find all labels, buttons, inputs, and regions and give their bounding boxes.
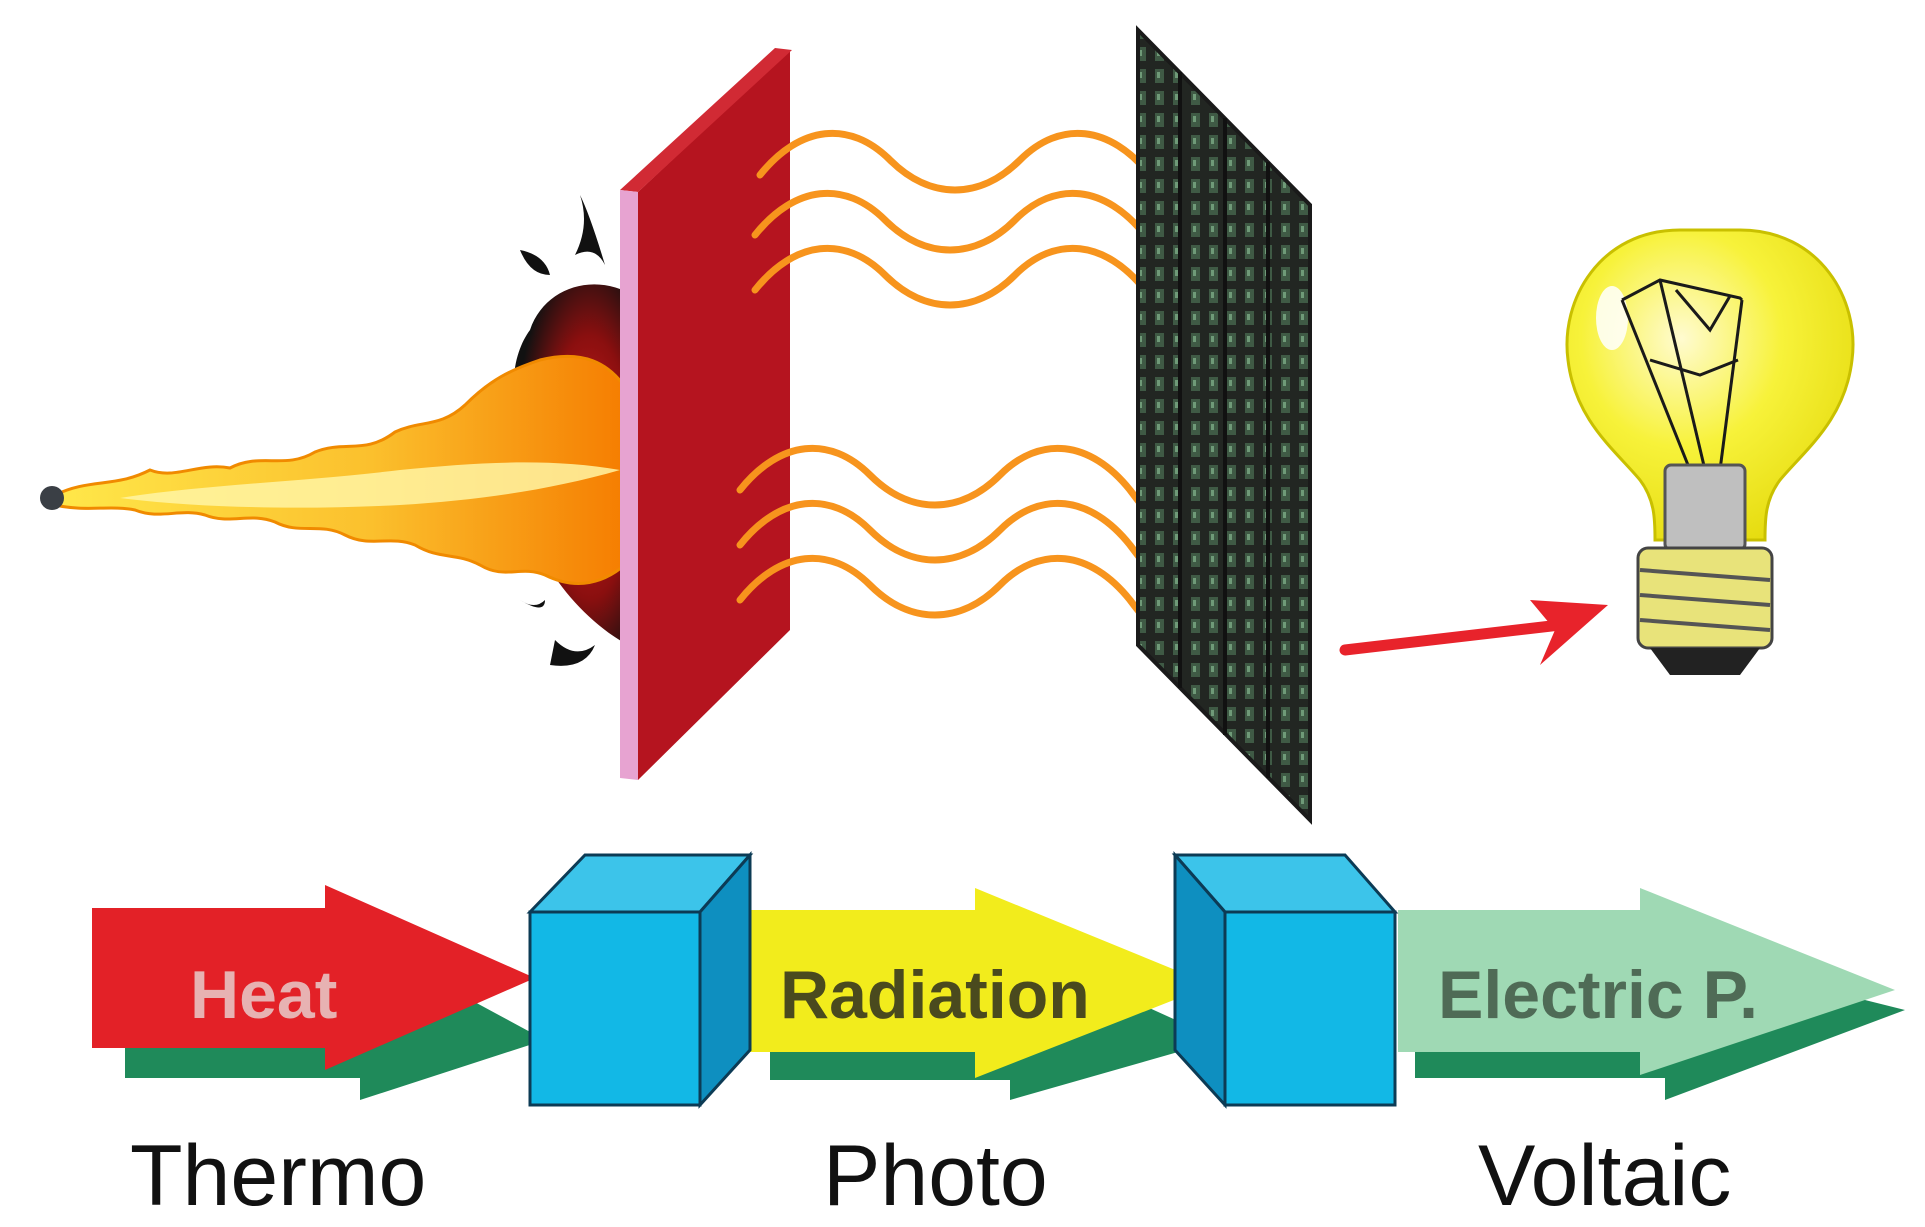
- cube-front: [528, 910, 702, 1107]
- blue-converter-cube-icon: [1171, 851, 1399, 1109]
- stage-label-thermo: Thermo: [130, 1128, 426, 1224]
- stage-label-voltaic: Voltaic: [1478, 1128, 1731, 1224]
- cube-front: [1223, 910, 1397, 1107]
- emitter-plate-icon: [620, 48, 792, 780]
- radiation-arrow-body: [733, 888, 1212, 1078]
- electric-label: Electric P.: [1438, 957, 1758, 1033]
- light-bulb-icon: [1565, 228, 1855, 675]
- char-splatter: [520, 600, 545, 608]
- flame-icon: [40, 195, 640, 666]
- bulb-highlight: [1596, 286, 1628, 350]
- flame-core: [120, 462, 620, 508]
- heat-arrow: Heat: [92, 885, 545, 1100]
- emitter-front: [638, 50, 790, 780]
- nozzle: [40, 486, 64, 510]
- char-splatter: [520, 250, 550, 275]
- bulb-base: [1636, 546, 1774, 675]
- radiation-waves: [736, 129, 1184, 636]
- char-splatter: [575, 195, 605, 265]
- heat-label: Heat: [190, 957, 337, 1033]
- emitter-side: [620, 190, 638, 780]
- wave: [751, 244, 1182, 329]
- electric-arrow-body: [1398, 888, 1895, 1075]
- heat-arrow-body: [92, 885, 535, 1070]
- output-arrow-head: [1530, 600, 1608, 665]
- wave: [736, 554, 1164, 636]
- bulb-glass: [1565, 228, 1855, 542]
- blue-converter-cube-icon: [526, 851, 754, 1109]
- pv-cell-panel-icon: [1136, 25, 1312, 825]
- bulb-neck: [1663, 463, 1747, 552]
- wave: [756, 129, 1184, 216]
- stage-label-photo: Photo: [823, 1128, 1048, 1224]
- radiation-label: Radiation: [780, 957, 1090, 1033]
- radiation-arrow: Radiation: [733, 888, 1220, 1100]
- emitter-top: [620, 48, 792, 192]
- wave: [736, 499, 1164, 584]
- bulb-filament: [1620, 278, 1744, 471]
- red-arrow-icon: [1339, 600, 1608, 665]
- electric-arrow: Electric P.: [1398, 888, 1905, 1100]
- char-splatter: [550, 640, 595, 666]
- wave: [736, 444, 1164, 532]
- output-arrow-shaft: [1339, 619, 1566, 656]
